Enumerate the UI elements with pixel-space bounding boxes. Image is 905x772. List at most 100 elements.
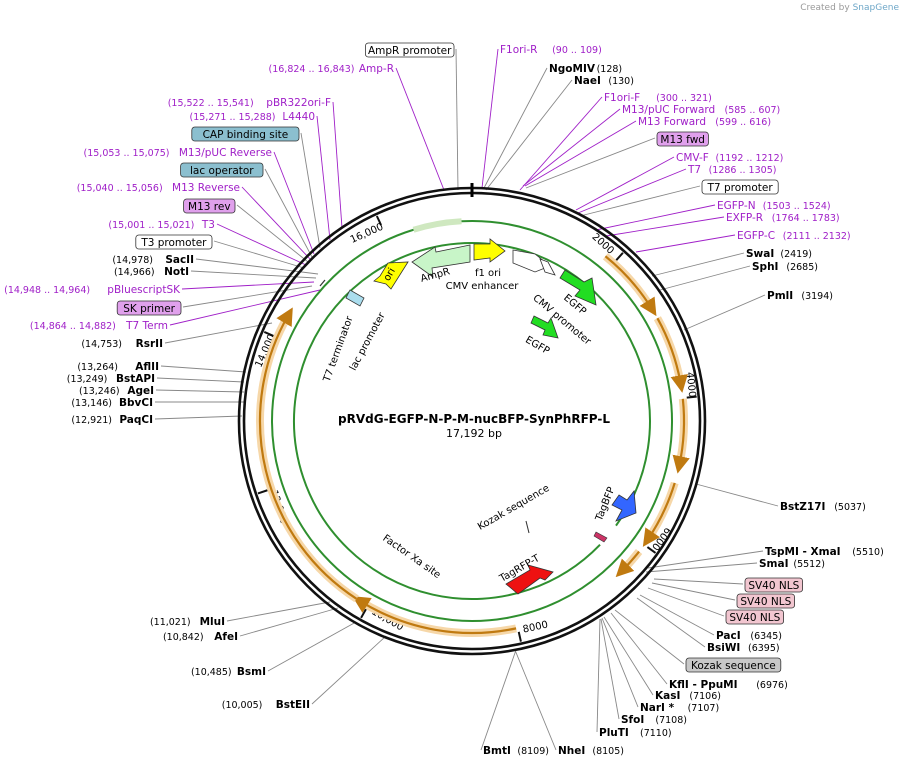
label-right-sfoi-28-leader <box>600 618 620 720</box>
ampr-direction-arrow <box>271 220 673 622</box>
feature-egfp-5 <box>530 315 559 339</box>
label-right-pluti-29: PluTI <box>599 727 629 739</box>
label-left-bbvci-20: BbvCI <box>119 397 153 409</box>
label-right-nhei-30: NheI <box>558 745 585 757</box>
label-right-m13-puc-forward-4: M13/pUC Forward <box>622 104 715 116</box>
label-left-m13-rev-8-text: M13 rev <box>188 201 231 213</box>
label-left-pbluescriptsk-13-leader <box>181 281 315 290</box>
label-right-kfli-ppumi-25-leader <box>610 612 668 685</box>
label-right-sv40-nls-19-leader <box>653 578 744 585</box>
label-right-t7-promoter-9-text: T7 promoter <box>707 182 774 194</box>
feature-label-factor-xa-site-12: Factor Xa site <box>380 533 442 581</box>
label-right-bstz17i-16-leader <box>695 483 779 507</box>
label-left-sk-primer-14-leader <box>182 285 313 308</box>
label-right-f1ori-f-3: F1ori-F <box>604 92 640 104</box>
label-right-egfp-n-10: EGFP-N <box>717 200 756 212</box>
label-right-m13-fwd-6-leader <box>525 137 656 189</box>
label-left-sacii-11-location: (14,978) <box>112 255 153 266</box>
label-left-paqci-21-leader <box>154 415 243 420</box>
nls-marker <box>593 531 608 543</box>
label-right-bmti-31: BmtI <box>483 745 511 757</box>
label-left-ampr-promoter-0: AmpR promoter <box>364 42 455 58</box>
label-right-ngomiv-1-location: (128) <box>597 64 623 75</box>
label-right-paci-22: PacI <box>716 630 741 642</box>
feature-label-cmv-enhancer-2: CMV enhancer <box>446 281 520 292</box>
label-right-exfp-r-11: EXFP-R <box>726 212 763 224</box>
label-left-aflii-17-location: (13,264) <box>77 362 118 373</box>
label-left-bstapi-18-leader <box>156 377 245 383</box>
label-left-l4440-3: L4440 <box>282 111 315 123</box>
label-left-t3-promoter-10-leader <box>213 240 305 269</box>
label-right-smai-18-location: (5512) <box>793 559 825 570</box>
label-right-cmv-f-7-location: (1192 .. 1212) <box>716 153 784 164</box>
orf-halo-2 <box>653 316 685 385</box>
orf-arrow-6 <box>352 596 517 635</box>
orf-arrow-2 <box>656 317 688 393</box>
feature-tagrfp-t-11 <box>505 564 554 595</box>
label-left-sk-primer-14: SK primer <box>116 300 182 316</box>
label-left-amp-r-1: Amp-R <box>359 63 394 75</box>
label-left-lac-operator-6: lac operator <box>180 162 264 178</box>
feature-label-t7-terminator-8: T7 terminator <box>321 314 356 384</box>
label-left-sk-primer-14-text: SK primer <box>123 303 175 315</box>
label-right-naei-2: NaeI <box>574 75 601 87</box>
label-right-pluti-29-location: (7110) <box>640 728 672 739</box>
label-right-kozak-sequence-24-box <box>685 657 782 673</box>
tick-mark-12-000 <box>257 489 268 495</box>
label-left-sacii-11-leader <box>195 258 319 275</box>
label-left-lac-operator-6-leader <box>264 168 313 258</box>
label-left-lac-operator-6-text: lac operator <box>190 165 254 177</box>
label-left-sacii-11: SacII <box>165 254 194 266</box>
label-right-sfoi-28: SfoI <box>621 714 644 726</box>
label-right-f1ori-f-3-leader <box>519 96 603 191</box>
label-right-sv40-nls-20-box <box>736 593 795 609</box>
feature-t7-terminator-8 <box>319 279 326 287</box>
feature-tagbfp-9 <box>611 489 637 522</box>
orf-arrow-4 <box>642 482 676 547</box>
label-left-rsrii-16-leader <box>164 322 273 344</box>
label-right-m13-fwd-6-box <box>656 131 709 147</box>
label-left-m13-rev-8: M13 rev <box>183 198 236 214</box>
label-right-sv40-nls-19-text: SV40 NLS <box>748 580 799 592</box>
label-left-rsrii-16: RsrII <box>136 338 163 350</box>
label-left-m13-rev-8-leader <box>236 204 309 263</box>
feature-ori-6 <box>373 261 409 290</box>
label-left-m13-puc-reverse-5-leader <box>273 151 315 255</box>
label-left-bsteii-25-leader <box>311 635 387 705</box>
label-right-kasi-26: KasI <box>655 690 680 702</box>
label-left-t3-promoter-10-text: T3 promoter <box>140 237 207 249</box>
label-left-afei-23-leader <box>239 607 339 637</box>
label-left-bsmi-24: BsmI <box>237 666 266 678</box>
label-right-sphi-14-location: (2685) <box>786 262 818 273</box>
label-right-m13-forward-5: M13 Forward <box>638 116 706 128</box>
label-left-bsmi-24-leader <box>267 621 357 672</box>
tick-mark-8000 <box>517 631 522 642</box>
tick-mark-10-000 <box>360 608 367 619</box>
label-left-paqci-21: PaqCI <box>119 414 153 426</box>
label-left-t3-9-location: (15,001 .. 15,021) <box>108 220 194 231</box>
label-left-t7-term-15-leader <box>169 289 321 326</box>
label-right-kasi-26-leader <box>603 616 654 696</box>
label-right-t7-promoter-9-box <box>701 179 779 195</box>
label-right-ngomiv-1: NgoMIV <box>549 63 596 75</box>
label-left-m13-reverse-7-location: (15,040 .. 15,056) <box>77 183 163 194</box>
label-right-pmli-15-location: (3194) <box>801 291 833 302</box>
plasmid-length: 17,192 bp <box>446 427 502 440</box>
feature-label-egfp-5: EGFP <box>523 335 551 357</box>
orf-halo-6 <box>357 597 517 637</box>
label-right-t7-8: T7 <box>687 164 701 176</box>
label-right-paci-22-location: (6345) <box>750 631 782 642</box>
label-right-sphi-14-leader <box>659 265 751 291</box>
label-left-m13-reverse-7-leader <box>241 186 311 260</box>
label-right-tspmi-xmai-17-location: (5510) <box>852 547 884 558</box>
credit-prefix: Created by <box>800 3 850 13</box>
label-right-bsiwi-23-location: (6395) <box>748 643 780 654</box>
label-left-aflii-17: AflII <box>135 361 159 373</box>
label-left-t3-9-leader <box>216 223 307 266</box>
label-left-ampr-promoter-0-leader <box>455 48 459 191</box>
label-right-kfli-ppumi-25-location: (6976) <box>756 680 788 691</box>
label-right-exfp-r-11-location: (1764 .. 1783) <box>772 213 840 224</box>
label-right-egfp-c-12-location: (2111 .. 2132) <box>783 231 851 242</box>
